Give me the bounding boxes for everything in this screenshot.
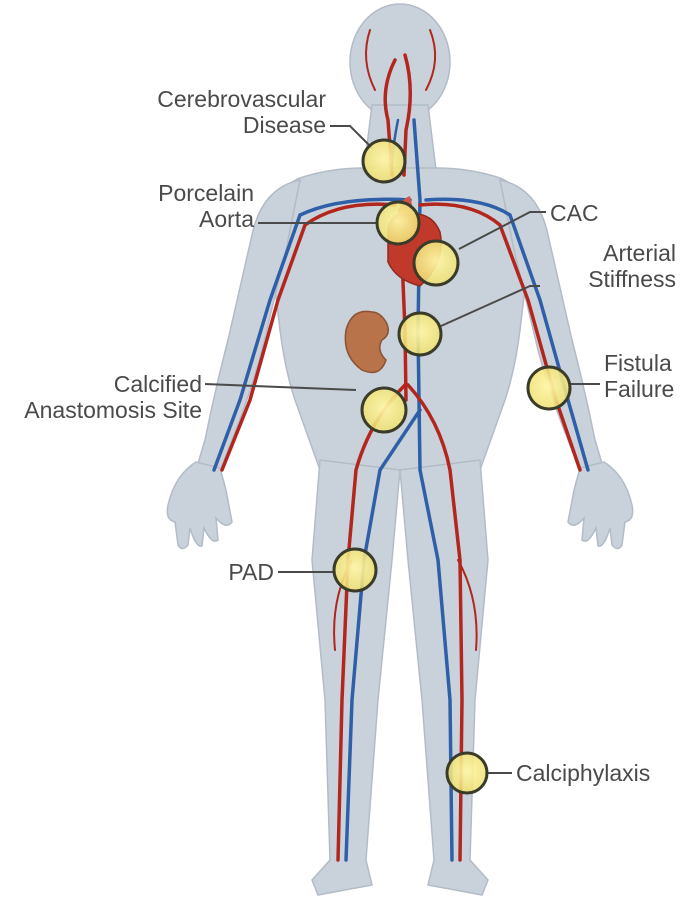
- label-line: CAC: [550, 200, 630, 226]
- marker-cac: [414, 241, 458, 285]
- label-line: Failure: [604, 376, 694, 402]
- label-line: Cerebrovascular: [110, 86, 326, 112]
- label-cac: CAC: [550, 200, 630, 226]
- label-line: Disease: [110, 112, 326, 138]
- label-line: PAD: [216, 559, 274, 585]
- label-line: Anastomosis Site: [4, 397, 202, 423]
- label-line: Aorta: [128, 206, 254, 232]
- label-line: Porcelain: [128, 180, 254, 206]
- label-arterial-stiffness: Arterial Stiffness: [560, 240, 676, 292]
- label-line: Fistula: [604, 350, 694, 376]
- label-pad: PAD: [216, 559, 274, 585]
- marker-porcelain-aorta: [377, 202, 419, 244]
- marker-fistula-failure: [528, 367, 570, 409]
- marker-arterial-stiffness: [399, 313, 441, 355]
- label-line: Stiffness: [560, 266, 676, 292]
- label-calciphylaxis: Calciphylaxis: [516, 760, 686, 786]
- label-line: Arterial: [560, 240, 676, 266]
- marker-cerebrovascular: [363, 140, 405, 182]
- marker-calciphylaxis: [447, 753, 487, 793]
- label-fistula-failure: Fistula Failure: [604, 350, 694, 402]
- label-line: Calciphylaxis: [516, 760, 686, 786]
- label-calcified-anastomosis-site: Calcified Anastomosis Site: [4, 371, 202, 423]
- marker-calcified-anastomosis: [362, 388, 406, 432]
- label-line: Calcified: [4, 371, 202, 397]
- label-porcelain-aorta: Porcelain Aorta: [128, 180, 254, 232]
- marker-pad: [334, 549, 376, 591]
- label-cerebrovascular-disease: Cerebrovascular Disease: [110, 86, 326, 138]
